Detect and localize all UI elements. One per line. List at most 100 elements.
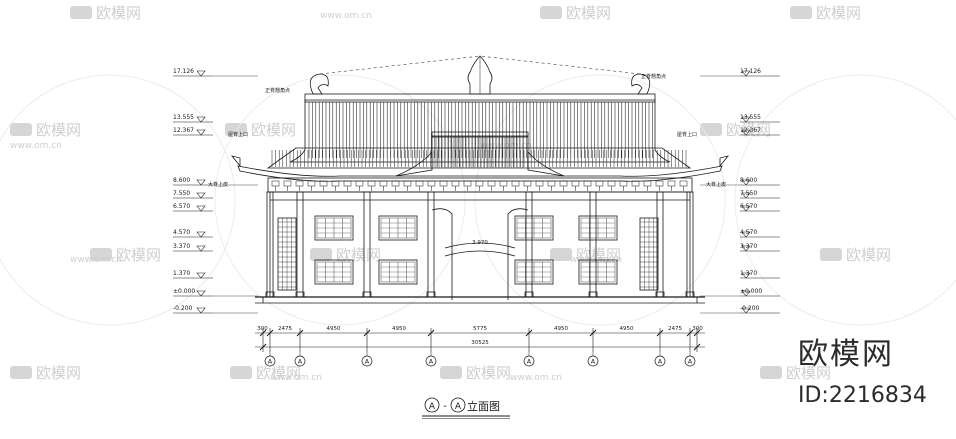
axis-bubble [294,355,306,367]
dim-tick [427,329,435,337]
level-value: 4.570 [740,229,757,236]
window-frame [378,259,418,285]
window-frame [578,259,618,285]
watermark-site: www.om.cn [320,11,372,21]
level-marks: 17.12613.55512.3678.6007.5506.5704.5703.… [173,68,780,314]
dougong-block [655,180,664,187]
axis-bubble [523,355,535,367]
ridge-label-right: 正脊翘角点 [641,73,666,80]
big-eave-label-right: 大脊 [706,181,716,188]
axis-bubble [361,355,373,367]
gable-tiles [435,137,524,168]
watermark-site: www.om.cn [270,373,322,383]
dougong-block [679,180,688,187]
upper-label-left: 上皮 [218,181,228,188]
watermark-circle [734,74,956,326]
axis-tag: A [688,358,693,366]
dougong-block [499,180,508,187]
dougong-row [271,180,688,191]
dim-tick [656,329,664,337]
bracket-band [267,177,693,193]
watermark-logo-mark [90,248,112,261]
dougong-block [331,180,340,187]
center-arch-beam [444,250,516,257]
dim-tick [693,329,701,337]
watermark-brand: 欧模网 [336,246,381,264]
title-text: 立面图 [467,399,500,413]
column-base [362,291,372,298]
dougong-block [595,180,604,187]
column [589,191,597,298]
dougong-block [451,180,460,187]
dougong-block [343,180,352,187]
watermark-brand: 欧模网 [256,364,301,382]
level-triangle [196,272,206,279]
dougong-block [631,180,640,187]
title-axis-bubble [424,397,440,413]
column [363,191,371,298]
ridge-label-left: 正脊翘角点 [265,87,290,94]
slope-guide [479,55,641,75]
brand-block: 欧模网 ID:2216834 [798,337,948,409]
watermark-brand: 欧模网 [816,4,861,22]
dougong-block [379,180,388,187]
level-triangle [196,116,206,123]
dim-span-value: 4950 [554,326,568,332]
watermark-brand: 欧模网 [466,364,511,382]
dougong-block [295,180,304,187]
dougong-block [427,180,436,187]
level-value: 6.570 [173,203,190,210]
column [525,191,533,298]
level-value: 1.370 [173,270,190,277]
brand-id: ID:2216834 [798,383,927,408]
ridge-ornament-left [309,73,329,95]
watermark-logo-mark [550,248,572,261]
center-dim-label: 3.970 [472,240,488,246]
building-elevation [230,55,730,304]
watermark-logo-mark [230,366,252,379]
dim-span-value: 2475 [668,326,682,332]
dim-span-value: 4950 [392,326,406,332]
watermark-logo-mark [225,123,247,136]
dougong-block [319,180,328,187]
level-value: 7.550 [740,190,757,197]
dim-span-value: 300 [692,326,703,332]
dougong-block [439,180,448,187]
watermark-brand: 欧模网 [566,4,611,22]
center-arch-beam [444,242,516,249]
axis-bubble [587,355,599,367]
level-value: 7.550 [173,190,190,197]
column-base [524,291,534,298]
dougong-block [463,180,472,187]
column-base [655,291,665,298]
column [296,191,304,298]
title-axis-bubble [450,397,466,413]
dougong-block [283,180,292,187]
eave-label-right: 屋脊上口 [677,131,697,138]
window-group [314,215,618,285]
axis-tag: A [429,358,434,366]
level-value: 17.126 [740,68,761,75]
dim-span-value: 2475 [278,326,292,332]
level-triangle [196,192,206,199]
dougong-block [475,180,484,187]
level-value: 8.600 [740,177,757,184]
drawing-title: A - A 立面图 [422,397,510,419]
title-dash: - [443,401,447,412]
axis-bubble [425,355,437,367]
level-triangle [741,70,751,77]
dougong-block [571,180,580,187]
level-value: 12.367 [173,127,194,134]
dougong-block [511,180,520,187]
level-triangle [741,116,751,123]
level-triangle [741,307,751,314]
dougong-block [367,180,376,187]
big-eave-label-left: 大脊 [208,181,218,188]
dougong-block [487,180,496,187]
brand-name: 欧模网 [798,337,894,372]
eave-tip-right [719,155,730,168]
dougong-block [547,180,556,187]
watermark-site: www.om.cn [510,373,562,383]
level-triangle [741,205,751,212]
dougong-block [271,180,280,187]
